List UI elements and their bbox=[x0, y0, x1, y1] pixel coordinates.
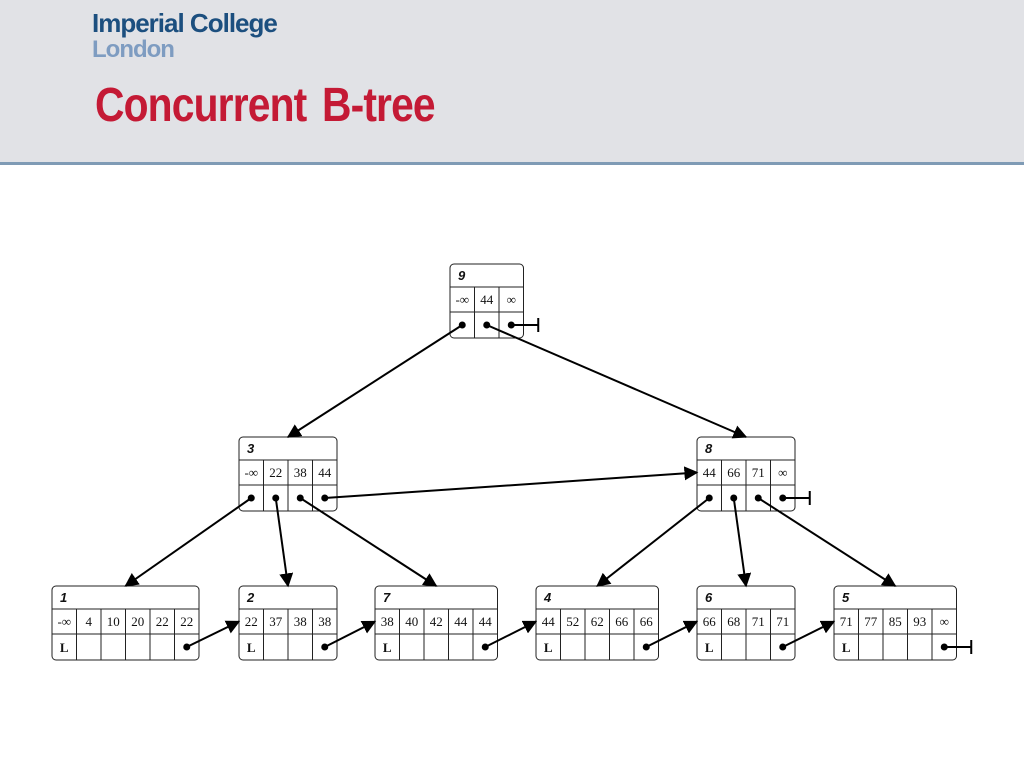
node-key: 38 bbox=[294, 614, 307, 629]
tree-edge bbox=[782, 620, 836, 648]
node-key: 4 bbox=[86, 614, 93, 629]
node-key: 68 bbox=[727, 614, 740, 629]
node-key: 66 bbox=[727, 465, 741, 480]
node-key: -∞ bbox=[455, 292, 469, 307]
node-key: 22 bbox=[269, 465, 282, 480]
node-label: 7 bbox=[383, 590, 391, 605]
node-label: 6 bbox=[705, 590, 713, 605]
logo-line1: Imperial College bbox=[92, 8, 278, 38]
tree-edge bbox=[484, 620, 538, 648]
tree-edge bbox=[299, 497, 438, 587]
node-key: 37 bbox=[269, 614, 283, 629]
node-key: 52 bbox=[566, 614, 579, 629]
tree-edge bbox=[757, 497, 897, 587]
leaf-marker: L bbox=[544, 640, 553, 655]
node-key: 22 bbox=[245, 614, 258, 629]
slide-title: Concurrent B-tree bbox=[95, 79, 436, 132]
node-key: 38 bbox=[318, 614, 331, 629]
node-label: 8 bbox=[705, 441, 713, 456]
leaf-marker: L bbox=[383, 640, 392, 655]
node-key: 85 bbox=[889, 614, 902, 629]
tree-edge bbox=[286, 324, 463, 438]
node-key: ∞ bbox=[778, 465, 787, 480]
node-key: 71 bbox=[752, 465, 765, 480]
node-key: 71 bbox=[776, 614, 789, 629]
tree-edge bbox=[486, 324, 748, 439]
tree-node-9: 9 -∞ 44 ∞ bbox=[449, 263, 524, 339]
edges-layer bbox=[124, 318, 973, 654]
tree-edge bbox=[274, 497, 294, 588]
node-key: 44 bbox=[480, 292, 494, 307]
node-key: 42 bbox=[430, 614, 443, 629]
node-label: 5 bbox=[842, 590, 850, 605]
node-key: 38 bbox=[381, 614, 394, 629]
node-key: 22 bbox=[180, 614, 193, 629]
tree-edge bbox=[732, 497, 752, 588]
tree-edge bbox=[186, 620, 241, 648]
node-key: 62 bbox=[591, 614, 604, 629]
node-label: 4 bbox=[543, 590, 552, 605]
node-key: 40 bbox=[405, 614, 418, 629]
node-key: 44 bbox=[542, 614, 556, 629]
node-key: 20 bbox=[131, 614, 144, 629]
node-key: ∞ bbox=[507, 292, 516, 307]
node-key: -∞ bbox=[57, 614, 71, 629]
node-key: 77 bbox=[864, 614, 878, 629]
tree-node-7: 7 38 40 42 44 44L bbox=[374, 585, 498, 661]
tree-node-3: 3 -∞ 22 38 44 bbox=[238, 436, 338, 512]
tree-node-1: 1 -∞ 4 10 20 22 22L bbox=[51, 585, 200, 661]
node-key: 66 bbox=[640, 614, 654, 629]
node-key: -∞ bbox=[244, 465, 258, 480]
node-key: 22 bbox=[156, 614, 169, 629]
tree-edge bbox=[324, 466, 699, 499]
node-label: 9 bbox=[458, 268, 466, 283]
node-key: 66 bbox=[703, 614, 717, 629]
node-label: 1 bbox=[60, 590, 67, 605]
leaf-marker: L bbox=[705, 640, 714, 655]
tree-node-5: 5 71 77 85 93 ∞ L bbox=[833, 585, 957, 661]
node-key: 44 bbox=[703, 465, 717, 480]
node-key: 44 bbox=[454, 614, 468, 629]
node-key: 10 bbox=[107, 614, 120, 629]
node-key: ∞ bbox=[940, 614, 949, 629]
leaf-marker: L bbox=[60, 640, 69, 655]
leaf-marker: L bbox=[842, 640, 851, 655]
tree-edge bbox=[124, 497, 252, 587]
logo-line2: London bbox=[92, 36, 175, 63]
slide-header: Imperial College London Concurrent B-tre… bbox=[0, 0, 1024, 165]
node-box bbox=[449, 263, 524, 339]
node-key: 44 bbox=[318, 465, 332, 480]
node-label: 3 bbox=[247, 441, 255, 456]
node-key: 71 bbox=[752, 614, 765, 629]
node-key: 44 bbox=[479, 614, 493, 629]
node-label: 2 bbox=[246, 590, 255, 605]
node-key: 71 bbox=[840, 614, 853, 629]
node-key: 66 bbox=[615, 614, 629, 629]
leaf-marker: L bbox=[247, 640, 256, 655]
node-key: 93 bbox=[913, 614, 926, 629]
tree-edge bbox=[645, 620, 699, 648]
node-key: 38 bbox=[294, 465, 307, 480]
tree-edge bbox=[324, 620, 377, 648]
tree-edge bbox=[596, 497, 710, 587]
